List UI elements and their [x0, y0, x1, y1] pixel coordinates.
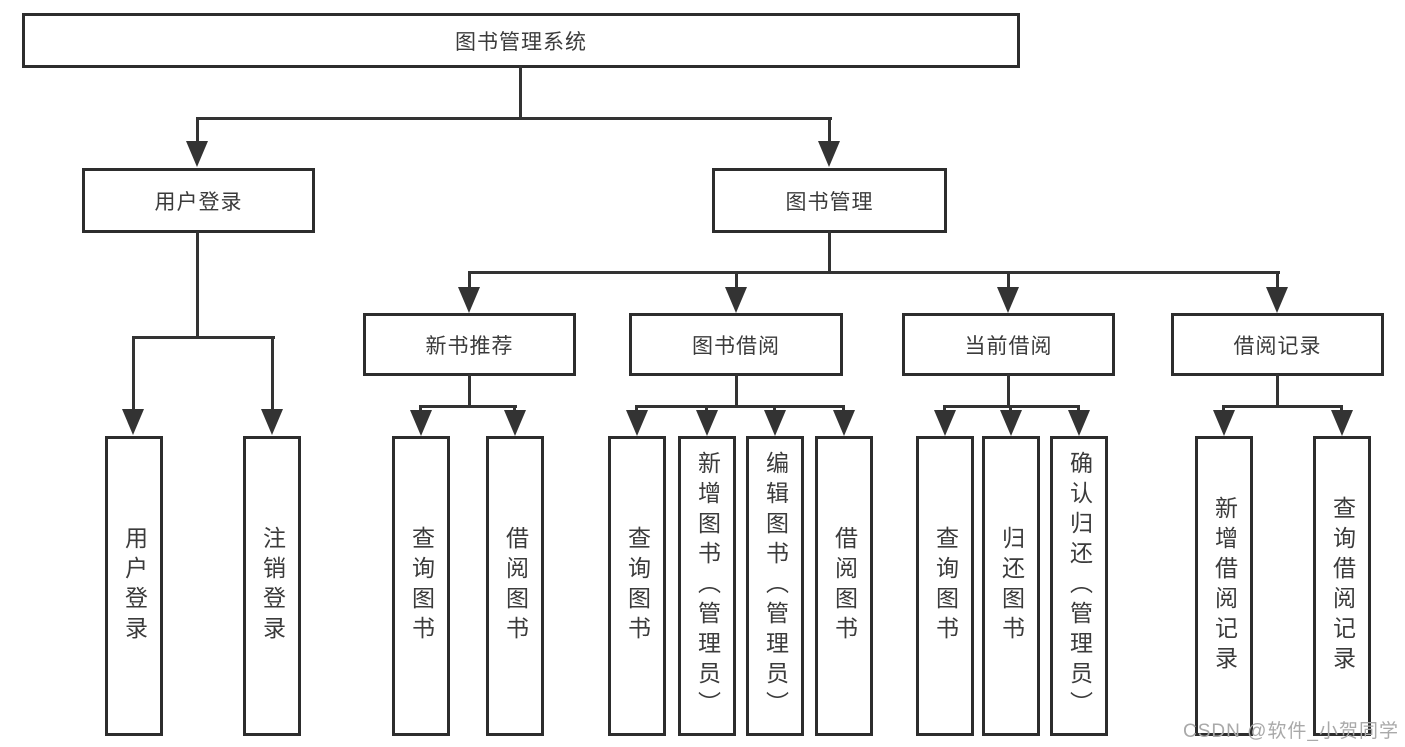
node-book-mgmt-label: 图书管理 — [785, 190, 874, 214]
connector-sec1-drop — [468, 271, 471, 289]
leaf-confirm-return-admin: 确认归还（管理员） — [1050, 436, 1108, 736]
arrowhead-sec1 — [458, 287, 480, 313]
leaf-label: 借阅图书 — [502, 526, 529, 646]
arrowhead-leaf — [934, 410, 956, 436]
leaf-label: 查询借阅记录 — [1329, 496, 1356, 676]
leaf-user-login: 用户登录 — [105, 436, 163, 736]
node-borrow-records-label: 借阅记录 — [1233, 334, 1322, 358]
connector-sec1-stem — [468, 374, 471, 408]
leaf-label: 借阅图书 — [831, 526, 858, 646]
arrowhead-bookmgmt — [818, 141, 840, 167]
node-book-borrow: 图书借阅 — [629, 313, 843, 376]
node-current-borrow: 当前借阅 — [902, 313, 1115, 376]
connector-sec4-split — [1222, 405, 1343, 408]
connector-userlogin-stem — [196, 231, 199, 339]
connector-leaf-drop — [1009, 405, 1012, 413]
leaf-query-books-borrow: 查询图书 — [608, 436, 666, 736]
arrowhead-userlogin-child2 — [261, 409, 283, 435]
arrowhead-sec2 — [725, 287, 747, 313]
node-root: 图书管理系统 — [22, 13, 1020, 68]
connector-level2-split — [468, 271, 1280, 274]
node-book-mgmt: 图书管理 — [712, 168, 947, 233]
arrowhead-leaf — [626, 410, 648, 436]
node-user-login: 用户登录 — [82, 168, 315, 233]
node-book-borrow-label: 图书借阅 — [692, 334, 780, 358]
arrowhead-sec3 — [997, 287, 1019, 313]
connector-userlogin-child1-drop — [132, 336, 135, 410]
leaf-borrow-books: 借阅图书 — [815, 436, 873, 736]
leaf-edit-books-admin: 编辑图书（管理员） — [746, 436, 804, 736]
connector-sec2-drop — [735, 271, 738, 289]
arrowhead-leaf — [1000, 410, 1022, 436]
node-new-book-rec: 新书推荐 — [363, 313, 576, 376]
connector-leaf-drop — [419, 405, 422, 413]
leaf-label: 归还图书 — [998, 526, 1025, 646]
leaf-label: 查询图书 — [624, 526, 651, 646]
arrowhead-leaf — [764, 410, 786, 436]
arrowhead-leaf — [410, 410, 432, 436]
connector-sec3-drop — [1007, 271, 1010, 289]
connector-leaf-drop — [842, 405, 845, 413]
connector-leaf-drop — [773, 405, 776, 413]
leaf-add-books-admin: 新增图书（管理员） — [678, 436, 736, 736]
leaf-label: 注销登录 — [259, 526, 286, 646]
arrowhead-leaf — [1068, 410, 1090, 436]
leaf-label: 编辑图书（管理员） — [762, 451, 789, 721]
connector-leaf-drop — [1077, 405, 1080, 413]
connector-leaf-drop — [943, 405, 946, 413]
connector-bookmgmt-stem — [828, 231, 831, 274]
node-borrow-records: 借阅记录 — [1171, 313, 1384, 376]
connector-sec4-stem — [1276, 374, 1279, 408]
leaf-logout: 注销登录 — [243, 436, 301, 736]
arrowhead-leaf — [1331, 410, 1353, 436]
leaf-add-borrow-record: 新增借阅记录 — [1195, 436, 1253, 736]
node-current-borrow-label: 当前借阅 — [964, 334, 1053, 358]
csdn-watermark: CSDN @软件_小贺同学 — [1183, 721, 1399, 742]
arrowhead-leaf — [833, 410, 855, 436]
connector-userlogin-child2-drop — [271, 336, 274, 410]
leaf-query-borrow-record: 查询借阅记录 — [1313, 436, 1371, 736]
arrowhead-leaf — [504, 410, 526, 436]
leaf-label: 新增借阅记录 — [1211, 496, 1238, 676]
arrowhead-userlogin — [186, 141, 208, 167]
connector-leaf-drop — [513, 405, 516, 413]
connector-leaf-drop — [1340, 405, 1343, 413]
connector-sec3-stem — [1007, 374, 1010, 408]
connector-userlogin-split — [132, 336, 275, 339]
leaf-return-books: 归还图书 — [982, 436, 1040, 736]
leaf-borrow-books-rec: 借阅图书 — [486, 436, 544, 736]
node-user-login-label: 用户登录 — [154, 190, 243, 214]
leaf-label: 新增图书（管理员） — [694, 451, 721, 721]
connector-level1-split — [196, 117, 832, 120]
connector-leaf-drop — [635, 405, 638, 413]
leaf-query-books-rec: 查询图书 — [392, 436, 450, 736]
node-root-label: 图书管理系统 — [455, 30, 587, 54]
leaf-label: 确认归还（管理员） — [1066, 451, 1093, 721]
connector-root-stem — [519, 66, 522, 120]
leaf-label: 用户登录 — [121, 526, 148, 646]
arrowhead-leaf — [1213, 410, 1235, 436]
connector-sec2-stem — [735, 374, 738, 408]
connector-leaf-drop — [1222, 405, 1225, 413]
leaf-query-books-current: 查询图书 — [916, 436, 974, 736]
node-new-book-rec-label: 新书推荐 — [425, 334, 514, 358]
connector-userlogin-drop — [196, 117, 199, 144]
connector-bookmgmt-drop — [828, 117, 831, 144]
connector-sec4-drop — [1276, 271, 1279, 289]
connector-sec2-split — [635, 405, 845, 408]
leaf-label: 查询图书 — [408, 526, 435, 646]
connector-sec1-split — [419, 405, 517, 408]
arrowhead-leaf — [696, 410, 718, 436]
arrowhead-userlogin-child1 — [122, 409, 144, 435]
connector-leaf-drop — [705, 405, 708, 413]
leaf-label: 查询图书 — [932, 526, 959, 646]
arrowhead-sec4 — [1266, 287, 1288, 313]
